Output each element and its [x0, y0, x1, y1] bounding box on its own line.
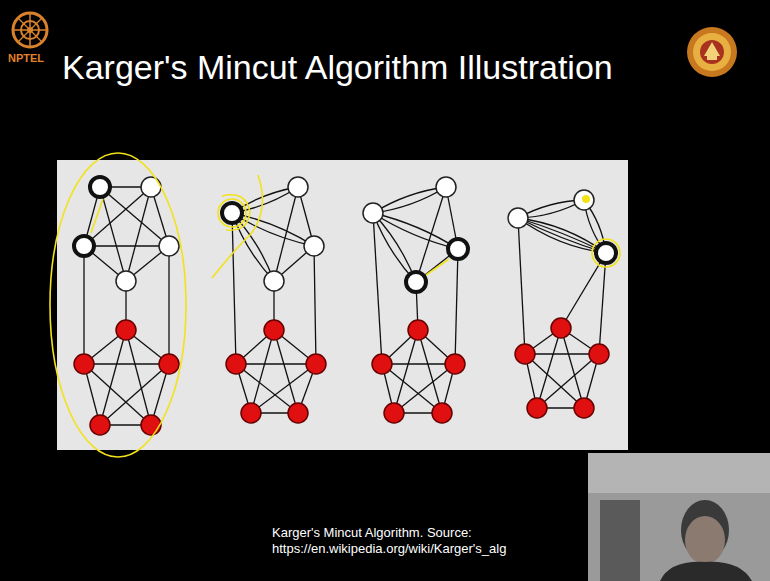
institute-logo — [687, 27, 737, 77]
pen-dot — [582, 195, 590, 203]
slide-title: Karger's Mincut Algorithm Illustration — [62, 46, 682, 89]
source-caption: Karger's Mincut Algorithm. Source: https… — [272, 525, 562, 558]
webcam-inset — [588, 453, 770, 581]
nptel-logo — [13, 13, 47, 47]
graph-edges — [84, 187, 606, 425]
graph-vertices — [74, 177, 616, 435]
logo-label: NPTEL — [8, 52, 58, 66]
logo-label-box: NPTEL — [8, 52, 58, 66]
slide-title-box: Karger's Mincut Algorithm Illustration — [62, 46, 682, 89]
pen-annotations — [50, 153, 620, 457]
image-panel — [57, 160, 628, 450]
source-caption-box: Karger's Mincut Algorithm. Source: https… — [272, 525, 562, 558]
